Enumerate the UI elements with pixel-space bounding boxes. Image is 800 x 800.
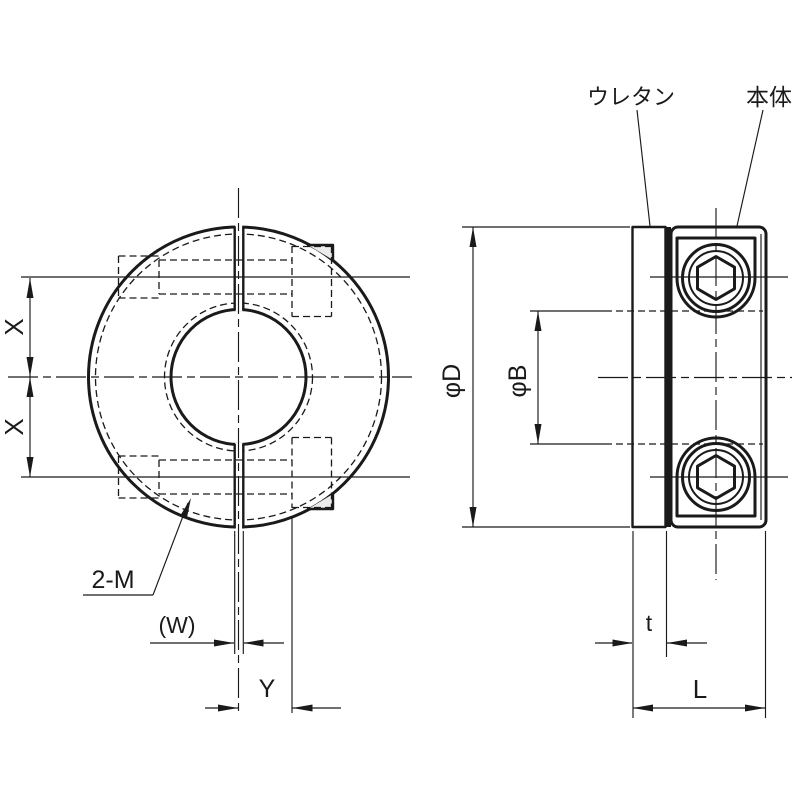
front-view-dimensions: X X 2-M (W) Y [0,278,341,713]
side-view-dimensions: ウレタン 本体 φD φB t L [438,84,792,718]
screw-callout-label: 2-M [91,566,134,594]
counterbore-flat-fill-bottom [308,494,333,509]
screw-callout-leader [152,502,189,596]
body-leader-line [736,109,764,227]
dim-label-x-bottom: X [0,418,29,435]
side-view [598,208,792,580]
dim-label-x-top: X [0,318,29,335]
screw-callout-arrowhead [180,498,191,518]
dim-label-urethane-thickness: t [646,610,653,636]
hex-socket-top [696,255,736,301]
front-view [8,188,412,713]
counterbore-flat-fill-top [308,245,333,260]
urethane-leader-line [636,109,651,227]
dim-label-length: L [693,674,707,704]
body-label: 本体 [746,84,792,110]
dim-label-bore-diameter: φB [504,365,532,398]
hidden-screw-hole-bottom [117,436,333,509]
counterbore-flat-bottom [307,494,335,511]
dim-label-outer-diameter: φD [438,364,466,398]
urethane-label: ウレタン [587,85,675,110]
hidden-screw-hole-top [117,245,333,318]
dim-label-slit-width: (W) [158,612,195,638]
dim-label-y: Y [259,675,276,703]
slit-gap-top [235,224,243,311]
counterbore-flat-top [307,243,335,260]
